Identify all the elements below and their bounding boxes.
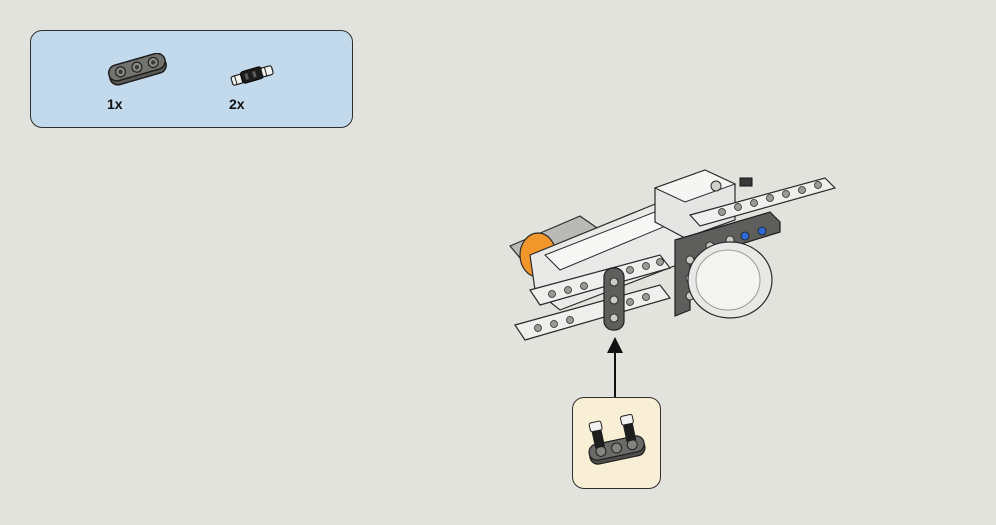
- part-quantity: 1x: [107, 96, 123, 112]
- part-beam: [103, 53, 173, 89]
- beam-with-pins-icon: [588, 413, 646, 465]
- insert-arrow-icon: [607, 337, 623, 401]
- subassembly-callout: [572, 397, 661, 489]
- model-assembly-illustration: [509, 169, 837, 341]
- parts-list-callout: 1x 2x: [30, 30, 353, 128]
- axle-pin-icon: [230, 65, 274, 86]
- beam-3-icon: [107, 53, 167, 86]
- part-axle-pin: [227, 61, 277, 89]
- part-quantity: 2x: [229, 96, 245, 112]
